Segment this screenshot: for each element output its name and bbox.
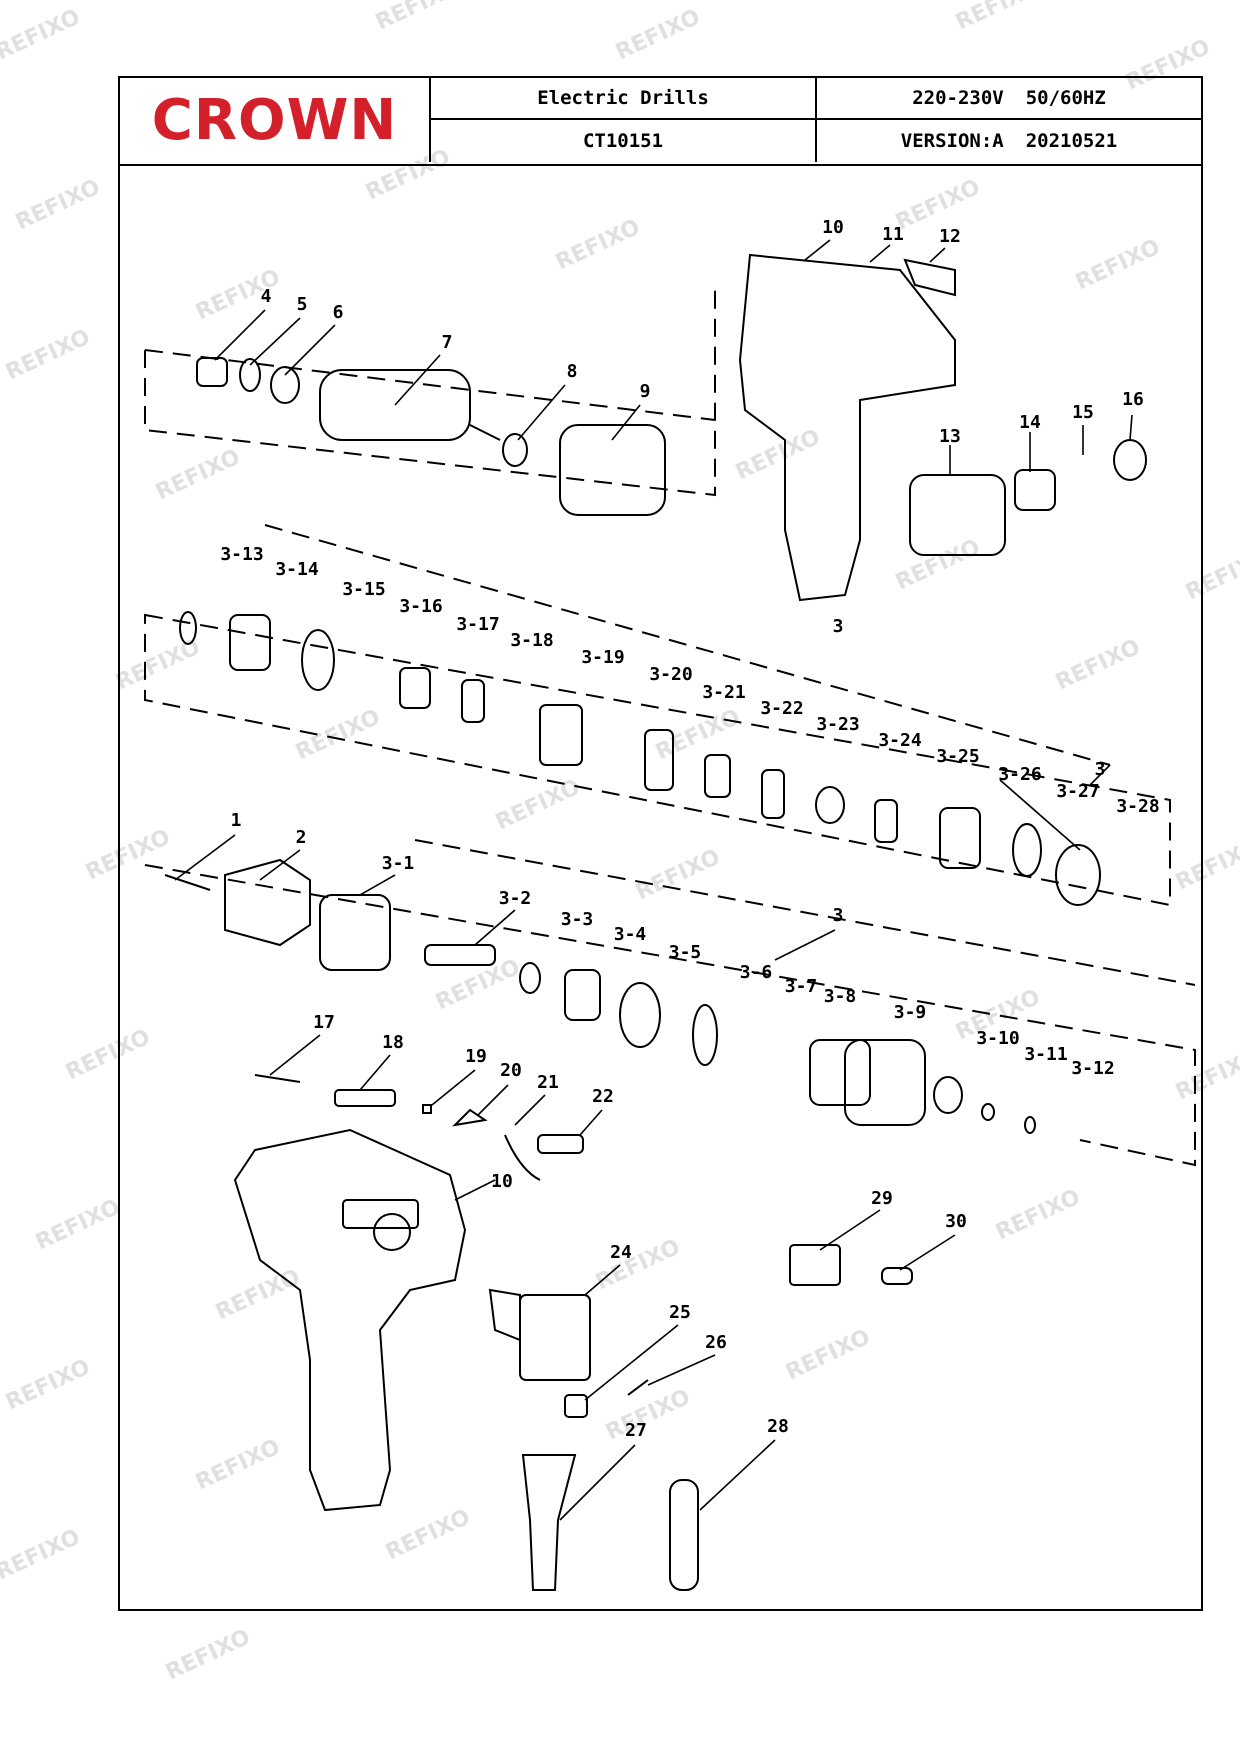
part-label-3: 3 — [833, 616, 844, 637]
part-label-1: 1 — [231, 810, 242, 831]
version-value: VERSION:A — [900, 130, 1004, 152]
part-label-27: 27 — [625, 1420, 647, 1441]
logo-cell: CROWN — [120, 78, 431, 162]
part-label-3-25: 3-25 — [936, 746, 979, 767]
watermark-text: REFIXO — [2, 1355, 94, 1416]
part-label-13: 13 — [939, 426, 961, 447]
part-label-21: 21 — [537, 1072, 559, 1093]
part-label-3-13: 3-13 — [220, 544, 263, 565]
part-label-8: 8 — [567, 361, 578, 382]
part-label-28: 28 — [767, 1416, 789, 1437]
part-label-3-22: 3-22 — [760, 698, 803, 719]
watermark-text: REFIXO — [12, 175, 104, 236]
watermark-text: REFIXO — [0, 1525, 84, 1586]
part-label-5: 5 — [297, 294, 308, 315]
diagram-sheet-frame: CROWN Electric Drills CT10151 220-230V 5… — [118, 76, 1203, 1611]
part-label-3-9: 3-9 — [894, 1002, 927, 1023]
part-label-14: 14 — [1019, 412, 1041, 433]
part-label-19: 19 — [465, 1046, 487, 1067]
watermark-text: REFIXO — [2, 325, 94, 386]
part-label-25: 25 — [669, 1302, 691, 1323]
part-label-3-16: 3-16 — [399, 596, 442, 617]
part-label-30: 30 — [945, 1211, 967, 1232]
part-label-3-27: 3-27 — [1056, 781, 1099, 802]
part-label-16: 16 — [1122, 389, 1144, 410]
part-label-3-19: 3-19 — [581, 647, 624, 668]
part-label-3: 3 — [1095, 759, 1106, 780]
part-label-2: 2 — [296, 827, 307, 848]
part-label-6: 6 — [333, 302, 344, 323]
part-label-24: 24 — [610, 1242, 632, 1263]
part-label-20: 20 — [500, 1060, 522, 1081]
part-label-29: 29 — [871, 1188, 893, 1209]
part-label-3-28: 3-28 — [1116, 796, 1159, 817]
watermark-text: REFIXO — [32, 1195, 124, 1256]
release-date: 20210521 — [1025, 130, 1118, 152]
part-label-3-6: 3-6 — [740, 962, 773, 983]
title-block: CROWN Electric Drills CT10151 220-230V 5… — [120, 78, 1201, 166]
part-label-3-26: 3-26 — [998, 764, 1041, 785]
part-label-3-7: 3-7 — [785, 976, 818, 997]
part-label-3-4: 3-4 — [614, 924, 647, 945]
part-label-18: 18 — [382, 1032, 404, 1053]
frequency-value: 50/60HZ — [1025, 87, 1106, 109]
part-label-10: 10 — [491, 1171, 513, 1192]
watermark-text: REFIXO — [612, 5, 704, 66]
part-label-3-21: 3-21 — [702, 682, 745, 703]
version-info: VERSION:A 20210521 — [817, 120, 1201, 162]
part-label-3-3: 3-3 — [561, 909, 594, 930]
model-number: CT10151 — [431, 120, 817, 162]
part-label-12: 12 — [939, 226, 961, 247]
part-label-10: 10 — [822, 217, 844, 238]
part-label-3-8: 3-8 — [824, 986, 857, 1007]
part-label-15: 15 — [1072, 402, 1094, 423]
part-label-3-5: 3-5 — [669, 942, 702, 963]
part-label-3-1: 3-1 — [382, 853, 415, 874]
product-title: Electric Drills — [431, 78, 817, 120]
watermark-text: REFIXO — [162, 1625, 254, 1686]
part-label-7: 7 — [442, 332, 453, 353]
parts-drawing — [144, 239, 1196, 1591]
part-label-3-10: 3-10 — [976, 1028, 1019, 1049]
part-label-11: 11 — [882, 224, 904, 245]
part-label-3-17: 3-17 — [456, 614, 499, 635]
part-label-3-24: 3-24 — [878, 730, 922, 751]
part-label-3-23: 3-23 — [816, 714, 859, 735]
part-label-3-20: 3-20 — [649, 664, 692, 685]
brand-logo: CROWN — [151, 87, 398, 153]
part-label-3-12: 3-12 — [1071, 1058, 1114, 1079]
part-label-3: 3 — [833, 905, 844, 926]
watermark-text: REFIXO — [372, 0, 464, 35]
watermark-text: REFIXO — [0, 5, 84, 66]
part-label-4: 4 — [261, 286, 272, 307]
part-label-26: 26 — [705, 1332, 727, 1353]
part-label-17: 17 — [313, 1012, 335, 1033]
part-label-3-18: 3-18 — [510, 630, 553, 651]
voltage-value: 220-230V — [912, 87, 1004, 109]
part-label-22: 22 — [592, 1086, 614, 1107]
power-spec: 220-230V 50/60HZ — [817, 78, 1201, 120]
part-label-3-2: 3-2 — [499, 888, 532, 909]
part-label-3-11: 3-11 — [1024, 1044, 1067, 1065]
part-label-3-14: 3-14 — [275, 559, 319, 580]
watermark-text: REFIXO — [952, 0, 1044, 35]
part-label-3-15: 3-15 — [342, 579, 385, 600]
part-label-9: 9 — [640, 381, 651, 402]
